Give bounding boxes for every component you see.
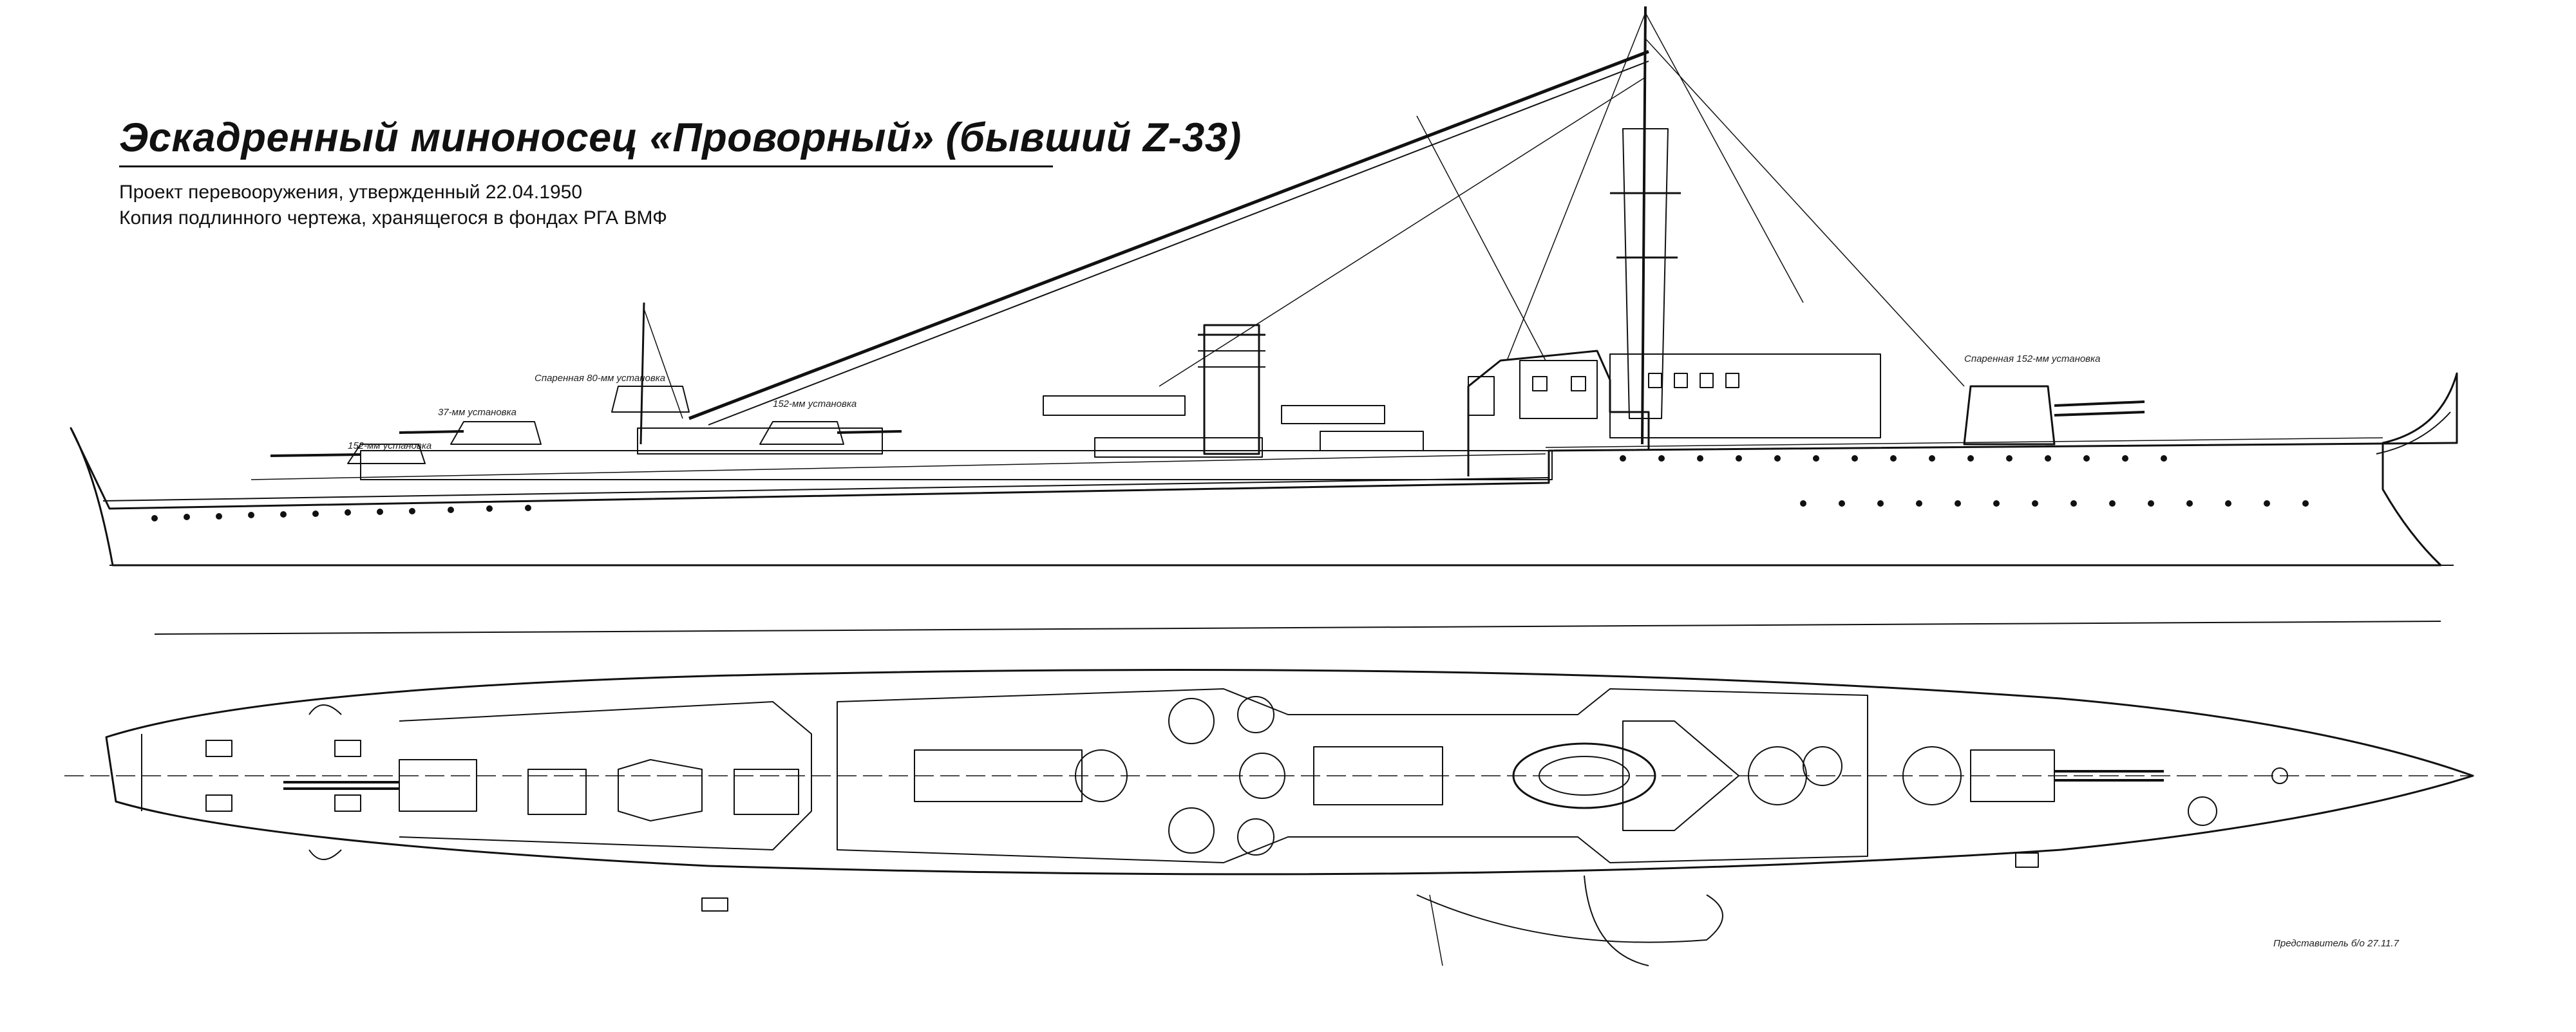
label-gun-37: 37-мм установка (438, 407, 516, 418)
profile-view (70, 6, 2458, 567)
aft-superstructure (360, 450, 1553, 480)
bow-line (2376, 411, 2451, 455)
page-title: Эскадренный миноносец «Проворный» (бывши… (119, 115, 1242, 160)
rigging (643, 12, 1965, 419)
subtitle-project: Проект перевооружения, утвержденный 22.0… (119, 182, 583, 203)
hull-profile (70, 372, 2458, 567)
plan-view (64, 669, 2474, 966)
signature-note: Представитель б/о 27.11.7 (2273, 938, 2400, 949)
label-gun-152-b: 152-мм установка (773, 399, 857, 409)
turret-aft-3 (759, 421, 844, 445)
label-spark-80: Спаренная 80-мм установка (535, 373, 665, 384)
forward-deckhouse (1609, 353, 1881, 438)
turret-aft-3-plan (734, 769, 799, 815)
turret-forward-plan (1970, 749, 2055, 802)
searchlight-2 (1239, 753, 1285, 799)
label-gun-152-a: 152-мм установка (348, 440, 431, 451)
deck-line (102, 477, 1549, 502)
torpedo-tubes-fwd-plan (1313, 746, 1443, 805)
bridge-plan (1622, 720, 1739, 831)
torpedo-tubes-aft (1043, 395, 1186, 416)
searchlight-1 (1075, 749, 1128, 802)
annotations: Спаренная 80-мм установка 37-мм установк… (348, 353, 2400, 949)
superstructure-plan (837, 688, 1868, 863)
derrick-boom (688, 50, 1649, 420)
turret-aft-1-plan (399, 759, 477, 812)
subtitle-source: Копия подлинного чертежа, хранящегося в … (119, 207, 667, 229)
funnel (1203, 324, 1260, 455)
label-spark-152: Спаренная 152-мм установка (1964, 353, 2100, 364)
aa-mount-plan (618, 759, 703, 821)
turret-aft-2 (450, 421, 542, 445)
rudder-outline (1416, 894, 1723, 943)
torpedo-tubes-fwd (1281, 405, 1385, 424)
main-mast (1641, 6, 1647, 445)
aft-deckhouse (637, 427, 883, 455)
portholes (151, 455, 2309, 521)
turret-aft-1 (347, 444, 426, 464)
torpedo-tubes-aft-plan (914, 749, 1083, 802)
aa-mount-aft (611, 386, 690, 413)
turret-forward (1963, 385, 2056, 446)
scale-ruler (154, 621, 2441, 635)
aft-deck-outline (399, 701, 812, 850)
title-underline (119, 165, 1053, 167)
funnel-plan (1512, 742, 1656, 809)
aft-mast (639, 302, 645, 445)
turret-aft-2-plan (527, 769, 587, 815)
